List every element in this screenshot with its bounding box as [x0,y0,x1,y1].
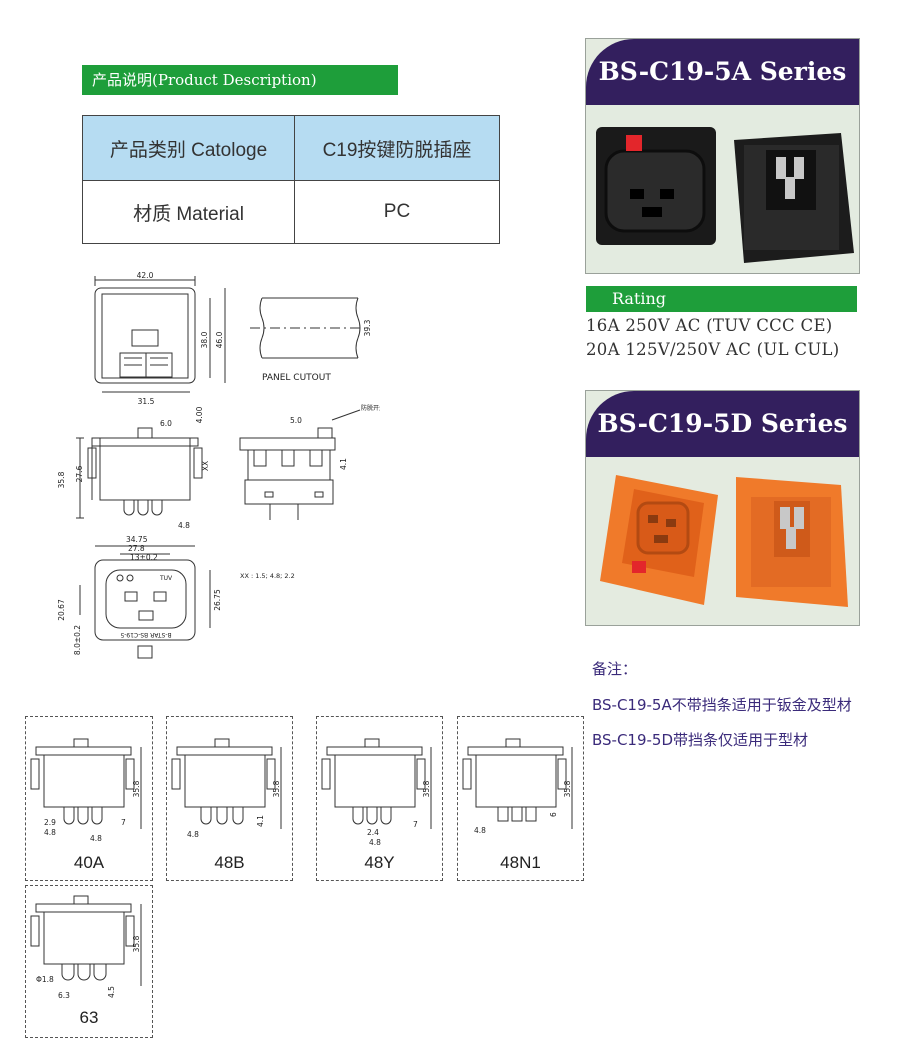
panel-cutout-label: PANEL CUTOUT [262,373,331,383]
variant-40a-label: 40A [73,853,105,872]
series-a-title: BS-C19-5A Series [586,39,859,105]
variant-48y: 35.8 2.4 7 4.8 48Y [316,716,443,881]
table-row: 产品类别 Catologe C19按键防脱插座 [82,115,500,181]
table-row: 材质 Material PC [82,180,500,244]
rating-header: Rating [586,286,857,312]
brand-mark: TUV [159,575,173,582]
orange-socket-front [600,475,718,605]
variant-48b: 35.8 4.8 4.1 48B [166,716,293,881]
variant-40a-dim-a: 2.9 [44,818,56,827]
variant-48b-dim-a: 4.8 [187,830,199,839]
series-d-photo [586,457,859,625]
variant-40a-height: 35.8 [132,780,141,797]
variant-48b-height: 35.8 [272,780,281,797]
dim-top-width: 42.0 [137,271,154,280]
socket-inner-top [101,293,189,379]
series-a-photo [586,105,859,273]
product-description-header: 产品说明(Product Description) [82,65,398,95]
socket-face-view [94,559,196,641]
black-socket-front [596,127,716,245]
socket-front-view [99,437,191,501]
material-value: PC [294,180,500,244]
variant-63-drawing: 35.8 Φ1.8 6.3 4.5 [30,895,142,1000]
variant-48n1-label: 48N1 [500,853,541,872]
variant-63-label: 63 [79,1008,99,1027]
orange-socket-rear [736,477,848,607]
variant-63-dim-c: 4.5 [107,986,116,998]
dim-60: 6.0 [160,419,172,428]
dim-80: 8.0±0.2 [73,625,82,655]
socket-outline-top [94,287,196,384]
variant-40a-dim-c: 4.8 [90,834,102,843]
variant-48n1-dim-a: 4.8 [474,826,486,835]
dim-50: 5.0 [290,416,302,425]
variant-40a: 35.8 2.9 4.8 4.8 7 40A [25,716,153,881]
variant-48b-label: 48B [214,853,245,872]
dim-2675: 26.75 [213,589,222,611]
variant-48n1: 35.8 4.8 6 48N1 [457,716,584,881]
variant-48b-dim-b: 4.1 [256,815,265,827]
variant-40a-drawing: 35.8 2.9 4.8 4.8 7 [30,738,142,843]
variant-48y-dim-c: 7 [413,820,418,829]
rating-line-2: 20A 125V/250V AC (UL CUL) [586,340,840,359]
variant-40a-dim-b: 4.8 [44,828,56,837]
xx-note: XX : 1.5; 4.8; 2.2 [240,572,295,580]
black-socket-rear [734,133,854,263]
notes-heading: 备注： [592,660,638,678]
dim-38: 38.0 [200,331,209,348]
variant-63-dim-a: Φ1.8 [36,975,54,984]
variant-48y-label: 48Y [364,853,395,872]
spec-table: 产品类别 Catologe C19按键防脱插座 材质 Material PC [82,115,500,244]
dim-13: 13±0.2 [130,553,158,562]
category-value: C19按键防脱插座 [294,115,500,181]
variant-63: 35.8 Φ1.8 6.3 4.5 63 [25,885,153,1038]
dim-panel: 39.3 [363,319,372,336]
dim-400: 4.00 [195,406,204,423]
variant-48n1-dim-b: 6 [549,812,558,817]
material-label: 材质 Material [82,180,295,244]
dim-48: 4.8 [178,521,190,530]
series-a-card: BS-C19-5A Series [585,38,860,274]
note-line-1: BS-C19-5A不带挡条适用于钣金及型材 [592,696,852,714]
dim-2067: 20.67 [57,599,66,621]
dim-3475: 34.75 [126,535,148,544]
dim-xx: XX [201,461,210,471]
socket-label-text: B-STAR BS-C19-5 [120,631,171,638]
variant-40a-dim-d: 7 [121,818,126,827]
variant-48n1-height: 35.8 [563,780,572,797]
dim-278: 27.8 [128,544,145,553]
dim-bottom-width: 31.5 [138,397,155,406]
note-line-2: BS-C19-5D带挡条仅适用于型材 [592,731,809,749]
dim-46: 46.0 [215,331,224,348]
variant-63-height: 35.8 [132,935,141,952]
side-note: 防脱开关 [361,404,380,412]
category-label: 产品类别 Catologe [82,115,295,181]
variant-48y-height: 35.8 [422,780,431,797]
variant-48b-drawing: 35.8 4.8 4.1 [171,738,282,839]
variant-48y-drawing: 35.8 2.4 7 4.8 [321,738,432,847]
dim-358: 35.8 [57,471,66,488]
variant-63-dim-b: 6.3 [58,991,70,1000]
variant-48y-dim-a: 2.4 [367,828,379,837]
variant-48y-dim-b: 4.8 [369,838,381,847]
dim-276: 27.6 [75,465,84,482]
dim-41: 4.1 [339,458,348,470]
rating-line-1: 16A 250V AC (TUV CCC CE) [586,316,833,335]
series-d-title: BS-C19-5D Series [586,391,859,457]
variant-48n1-drawing: 35.8 4.8 6 [462,738,573,835]
series-d-card: BS-C19-5D Series [585,390,860,626]
technical-drawing: 42.0 31.5 38.0 46.0 PANEL CUTOUT 39.3 4.… [57,271,380,659]
